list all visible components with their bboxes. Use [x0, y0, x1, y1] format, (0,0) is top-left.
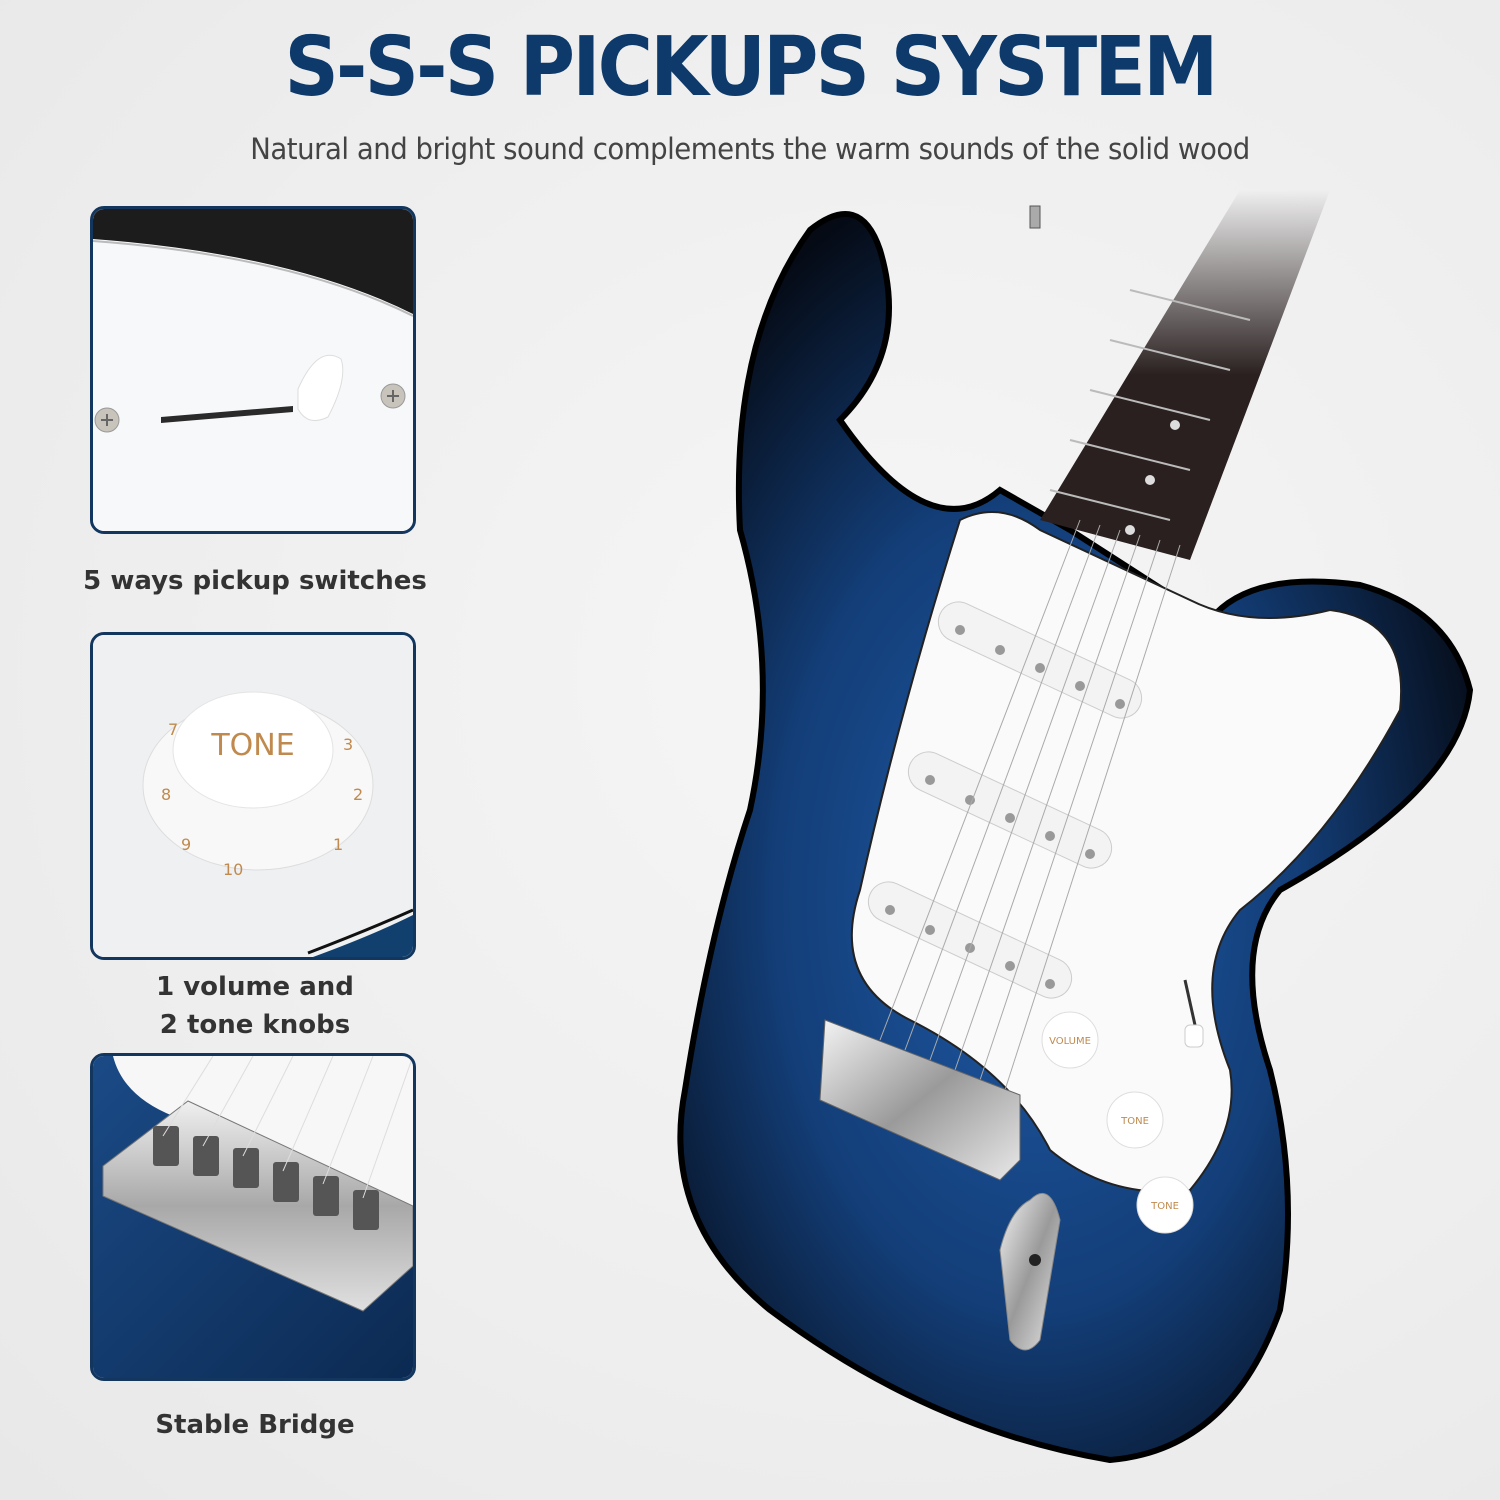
svg-text:8: 8	[161, 785, 171, 804]
svg-text:7: 7	[168, 720, 178, 739]
knob-tone-label: TONE	[210, 728, 294, 763]
guitar-neck	[1040, 190, 1330, 560]
bridge	[819, 1019, 1021, 1181]
svg-text:1: 1	[333, 835, 343, 854]
pickup-switch-image	[93, 209, 413, 531]
feature-caption-knobs: 1 volume and 2 tone knobs	[60, 968, 450, 1044]
knob-tone1-label: TONE	[1120, 1116, 1149, 1127]
knob-tone2-label: TONE	[1150, 1201, 1179, 1212]
feature-card-knobs: TONE 7 8 9 10 1 2 3	[90, 632, 416, 960]
control-knobs: VOLUME TONE TONE	[1041, 979, 1204, 1234]
page-subtitle: Natural and bright sound complements the…	[250, 132, 1250, 166]
svg-text:10: 10	[223, 860, 243, 879]
caption-line-1: 1 volume and	[156, 972, 354, 1002]
svg-text:9: 9	[181, 835, 191, 854]
page-title: S-S-S PICKUPS SYSTEM	[284, 20, 1218, 115]
feature-caption-bridge: Stable Bridge	[155, 1410, 355, 1440]
svg-text:3: 3	[343, 735, 353, 754]
tone-knob-image: TONE 7 8 9 10 1 2 3	[93, 635, 413, 957]
feature-card-pickup-switch	[90, 206, 416, 534]
knob-volume-label: VOLUME	[1049, 1036, 1091, 1047]
guitar-image: VOLUME TONE TONE	[677, 190, 1474, 1464]
feature-caption-pickup-switch: 5 ways pickup switches	[83, 566, 427, 596]
svg-text:2: 2	[353, 785, 363, 804]
bridge-image	[93, 1056, 413, 1378]
feature-card-bridge	[90, 1053, 416, 1381]
pickguard	[850, 511, 1403, 1193]
output-jack	[999, 1192, 1061, 1351]
caption-line-2: 2 tone knobs	[159, 1010, 351, 1040]
